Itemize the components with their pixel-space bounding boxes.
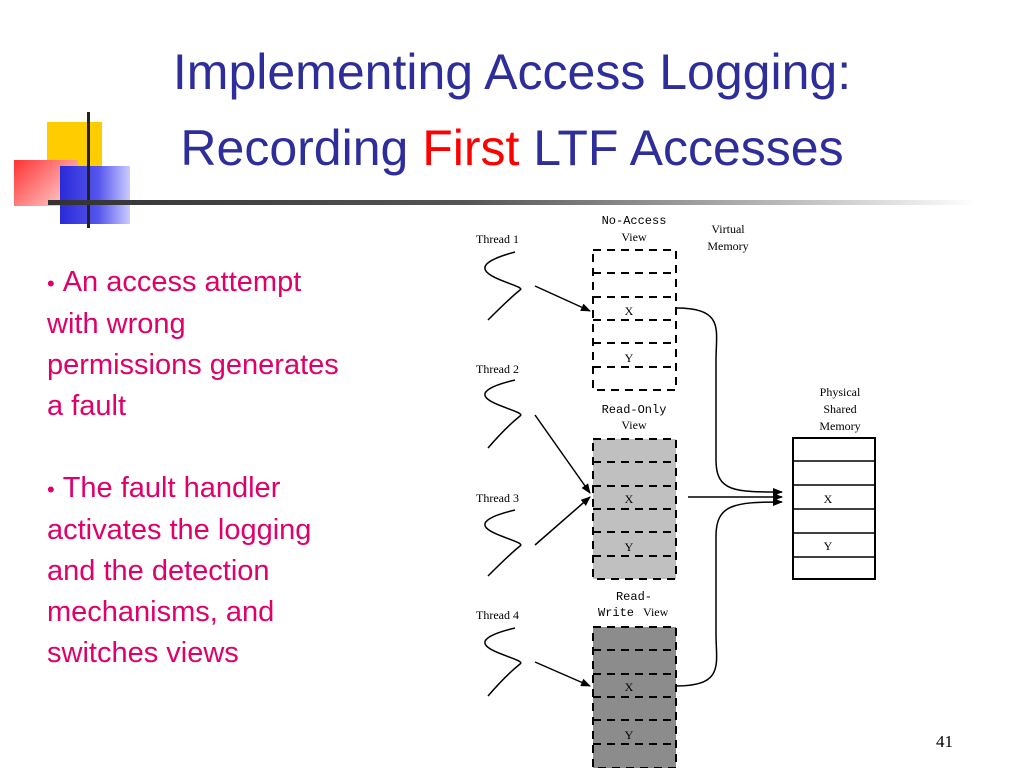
no-access-cell-y: Y — [625, 351, 634, 365]
read-write-cell-y: Y — [625, 728, 634, 742]
bullet-item: •The fault handler activates the logging… — [47, 468, 347, 674]
title-line2-post: LTF Accesses — [519, 120, 844, 176]
thread-1-squiggle — [484, 251, 522, 321]
no-access-view-name: No-Access — [602, 214, 667, 228]
physical-cell-y: Y — [824, 539, 833, 553]
read-write-view-box: X Y — [592, 626, 677, 768]
arrow-read-write-to-physical — [675, 498, 783, 687]
virtual-memory-label-line1: Virtual — [711, 222, 745, 236]
slide-number: 41 — [936, 732, 953, 751]
decor-blue-square — [60, 166, 130, 224]
thread-1-label: Thread 1 — [476, 232, 519, 246]
virtual-memory-label-line2: Memory — [707, 239, 748, 253]
no-access-view-suffix: View — [621, 230, 647, 244]
thread-4-label: Thread 4 — [476, 608, 519, 622]
slide-title-line1: Implementing Access Logging: — [172, 44, 852, 100]
read-only-cell-x: X — [625, 492, 634, 506]
arrow-thread3-to-read-only — [534, 496, 591, 546]
read-only-view-box: X Y — [592, 438, 677, 580]
physical-memory-label-line1: Physical — [820, 385, 861, 399]
bullet-item: •An access attempt with wrong permission… — [47, 262, 347, 427]
no-access-cell-x: X — [625, 304, 634, 318]
bullet-dot-icon: • — [47, 477, 55, 502]
arrow-thread1-to-no-access — [534, 285, 591, 312]
read-write-view-suffix: View — [643, 605, 669, 619]
no-access-view-box: X Y — [592, 249, 677, 391]
arrow-no-access-to-physical — [675, 307, 783, 496]
bullet-text: An access attempt with wrong permissions… — [47, 266, 339, 422]
title-underline — [48, 200, 978, 205]
read-only-view-name: Read-Only — [602, 403, 667, 417]
slide-title-line2: Recording First LTF Accesses — [0, 118, 1024, 178]
read-only-view-suffix: View — [621, 418, 647, 432]
bullet-text: The fault handler activates the logging … — [47, 472, 312, 669]
read-only-cell-y: Y — [625, 540, 634, 554]
read-write-cell-x: X — [625, 680, 634, 694]
thread-2-label: Thread 2 — [476, 362, 519, 376]
read-write-view-name-line2: Write — [598, 606, 634, 620]
title-line2-pre: Recording — [180, 120, 423, 176]
physical-cell-x: X — [824, 492, 833, 506]
physical-memory-box: X Y — [792, 437, 876, 580]
read-write-view-name-line1: Read- — [616, 590, 652, 604]
physical-memory-label-line3: Memory — [819, 419, 860, 433]
bullet-list: •An access attempt with wrong permission… — [47, 262, 347, 674]
title-accent-word: First — [422, 120, 520, 176]
arrow-thread2-to-read-only — [534, 414, 591, 494]
decor-vertical-line — [87, 112, 90, 228]
thread-4-squiggle — [484, 627, 522, 697]
thread-3-label: Thread 3 — [476, 491, 519, 505]
physical-memory-label-line2: Shared — [823, 402, 856, 416]
arrow-thread4-to-read-write — [534, 661, 591, 687]
bullet-dot-icon: • — [47, 271, 55, 296]
thread-2-squiggle — [484, 379, 522, 449]
thread-3-squiggle — [484, 509, 522, 577]
